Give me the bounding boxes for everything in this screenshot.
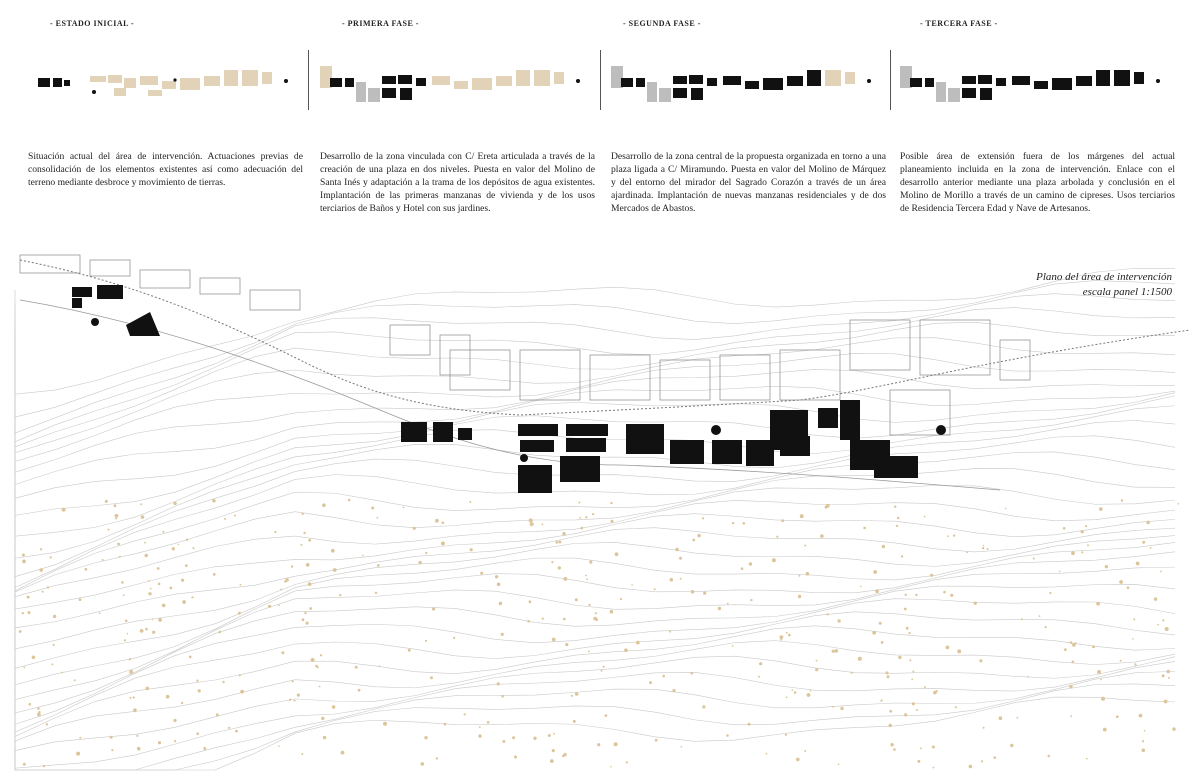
phase-thumbnail <box>320 66 580 102</box>
phase-thumbnail <box>38 70 288 96</box>
phase-title: - TERCERA FASE - <box>920 19 998 28</box>
plan-title: Plano del área de intervención escala pa… <box>1036 270 1172 300</box>
phase-description: Desarrollo de la zona vinculada con C/ E… <box>320 151 595 214</box>
plan-title-line2: escala panel 1:1500 <box>1082 286 1172 298</box>
tree-dots <box>18 498 1180 769</box>
phase-divider <box>890 50 891 110</box>
phase-title: - PRIMERA FASE - <box>342 19 419 28</box>
phase-description: Situación actual del área de intervenció… <box>28 151 303 188</box>
phase-divider <box>308 50 309 110</box>
plan-title-line1: Plano del área de intervención <box>1036 271 1172 283</box>
phase-description: Posible área de extensión fuera de los m… <box>900 151 1175 214</box>
site-plan <box>14 254 1191 771</box>
mill-icons <box>91 318 946 462</box>
phase-title: - SEGUNDA FASE - <box>623 19 701 28</box>
phase-description: Desarrollo de la zona central de la prop… <box>611 151 886 214</box>
phase-divider <box>600 50 601 110</box>
phase-title: - ESTADO INICIAL - <box>50 19 135 28</box>
existing-buildings <box>19 254 1031 436</box>
phase-thumbnail <box>611 66 871 102</box>
proposed-blocks <box>72 285 918 493</box>
road-edge <box>19 299 1001 491</box>
phase-thumbnail <box>900 66 1160 102</box>
road-edge <box>19 259 1191 416</box>
terrain-contours <box>14 267 1176 771</box>
